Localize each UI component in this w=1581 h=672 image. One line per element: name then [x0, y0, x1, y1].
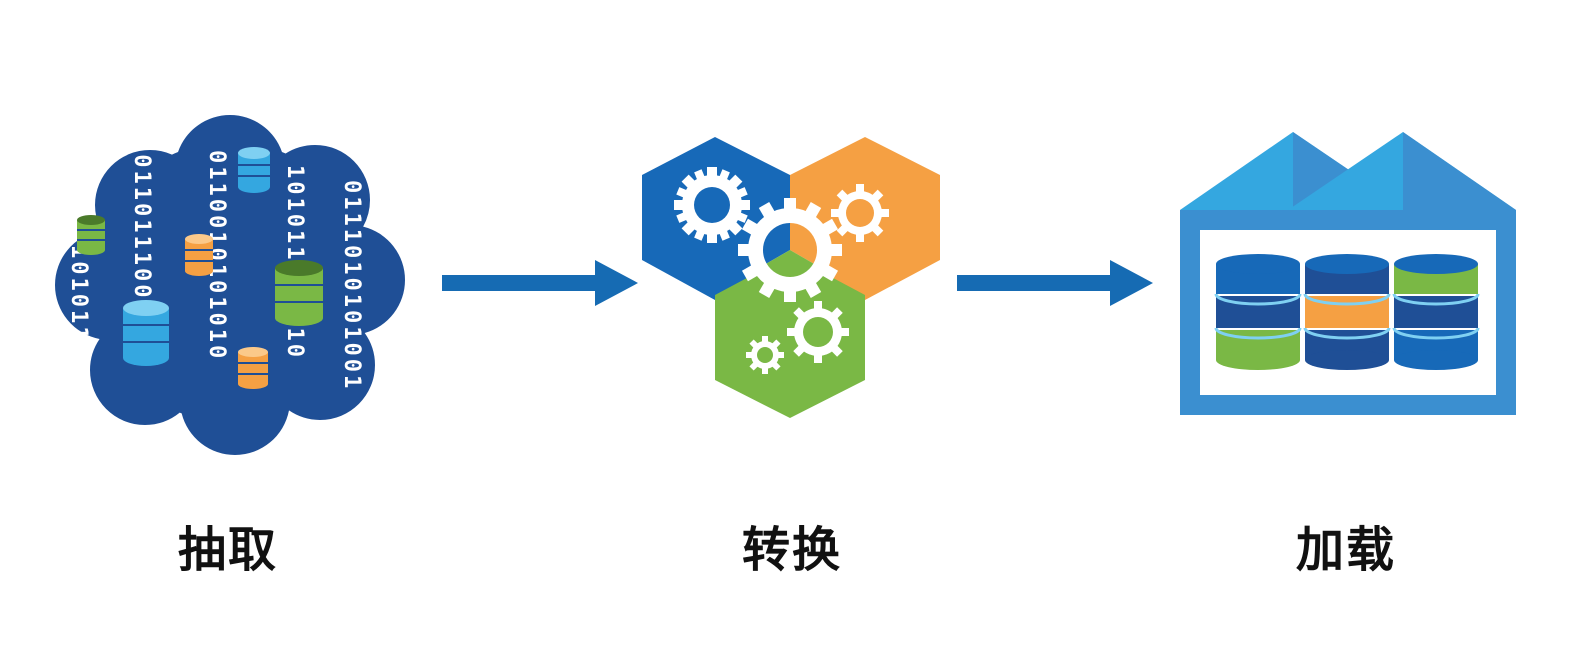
binary-column: 0110010101010 [205, 150, 227, 362]
database-icon [275, 260, 323, 326]
arrow-right-icon [442, 260, 638, 306]
step-label-extract: 抽取 [177, 522, 278, 578]
gear-icon [787, 301, 849, 363]
load-warehouse-icon [1180, 132, 1516, 415]
green-hexagon [715, 255, 865, 418]
database-icon [238, 147, 270, 193]
database-icon [1303, 254, 1391, 370]
gear-icon [746, 336, 784, 374]
database-icon [77, 215, 105, 255]
transform-gears-icon [642, 137, 940, 418]
database-icon [238, 347, 268, 389]
binary-column: 0111010101001 [340, 180, 362, 392]
database-icon [185, 234, 213, 276]
binary-column: 101101110010 [130, 138, 152, 333]
extract-cloud-icon: 0110101011101 101101110010 0110010101010… [55, 110, 405, 455]
step-label-transform: 转换 [741, 522, 842, 578]
database-icon [1392, 254, 1480, 370]
gear-icon [738, 198, 842, 302]
database-icon [123, 300, 169, 366]
gear-icon [674, 167, 750, 243]
arrow-right-icon [957, 260, 1153, 306]
step-label-load: 加载 [1295, 522, 1396, 578]
gear-icon [831, 184, 889, 242]
database-icon [1214, 254, 1302, 370]
